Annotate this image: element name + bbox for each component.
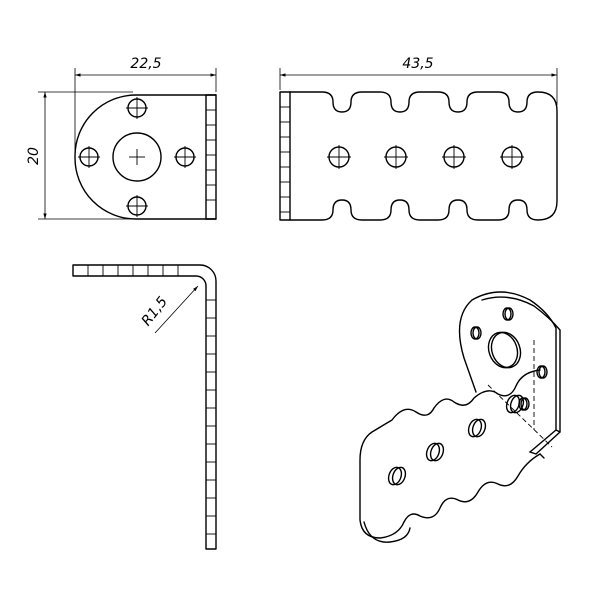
side-view-outline (74, 94, 217, 220)
isometric-view (359, 291, 561, 543)
front-view-hatch (280, 106, 290, 213)
side-view: 22,5 20 (26, 56, 217, 220)
iso-horizontal-holes (387, 394, 525, 486)
dim-width-left: 22,5 (130, 56, 161, 72)
dim-height-left: 20 (26, 147, 42, 165)
dim-width-right: 43,5 (402, 56, 433, 72)
front-view-outline (279, 91, 558, 221)
front-view-holes (327, 145, 524, 169)
dim-radius: R1,5 (139, 294, 171, 329)
side-view-thickness (205, 94, 217, 220)
front-view: 43,5 (279, 56, 558, 221)
l-profile-hatch (87, 265, 216, 535)
iso-horizontal-plate (359, 369, 541, 539)
l-profile-outline (72, 264, 217, 550)
side-view-hatch (206, 109, 216, 201)
section-view: R1,5 (72, 264, 217, 550)
center-hole (112, 132, 162, 182)
iso-vertical-plate (458, 291, 557, 453)
side-view-small-holes (78, 97, 196, 217)
